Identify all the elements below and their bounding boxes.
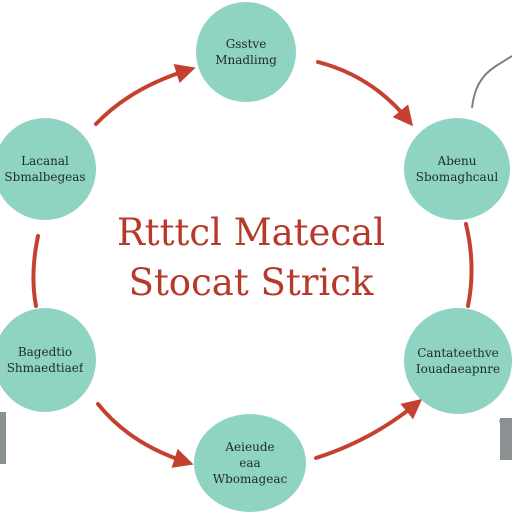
node-label: Gsstve — [225, 37, 267, 51]
node-label: Aeieude — [225, 440, 275, 454]
side-block-right — [500, 418, 512, 460]
center-title-line: Stocat Strick — [128, 261, 374, 304]
cycle-node-left: Lacanal Sbmalbegeas — [0, 118, 96, 220]
node-label: Iouadaeapnre — [415, 362, 501, 376]
arrow-left-to-bottom-left — [31, 234, 40, 308]
arrow-right-to-bottom-right — [464, 222, 474, 308]
arrow-top-to-right — [316, 60, 414, 127]
cycle-node-right: Abenu Sbomaghcaul — [404, 118, 510, 220]
node-label: Shmaedtiaef — [6, 361, 84, 375]
center-title: Rtttcl Matecal Stocat Strick — [96, 208, 406, 308]
side-block-left — [0, 412, 6, 464]
node-label: eaa — [239, 456, 261, 470]
connector-line-top-right — [471, 55, 512, 109]
node-label: Lacanal — [21, 154, 69, 168]
arrow-bottom-to-bottom-right — [314, 398, 423, 460]
cycle-node-bottom: Aeieude eaa Wbomageac — [194, 414, 306, 512]
node-label: Cantateethve — [417, 346, 499, 360]
node-label: Sbmalbegeas — [4, 170, 86, 184]
arrow-bottom-left-to-bottom — [96, 402, 194, 468]
arrow-left-to-top — [94, 64, 196, 126]
node-label: Sbomaghcaul — [415, 170, 499, 184]
cycle-node-bottom-left: Bagedtio Shmaedtiaef — [0, 308, 96, 412]
cycle-node-bottom-right: Cantateethve Iouadaeapnre — [404, 308, 512, 414]
node-label: Mnadlimg — [215, 53, 277, 67]
node-label: Wbomageac — [212, 472, 288, 486]
node-label: Abenu — [437, 154, 477, 168]
center-title-line: Rtttcl Matecal — [116, 211, 386, 254]
cycle-node-top: Gsstve Mnadlimg — [196, 2, 296, 102]
node-label: Bagedtio — [17, 345, 73, 359]
